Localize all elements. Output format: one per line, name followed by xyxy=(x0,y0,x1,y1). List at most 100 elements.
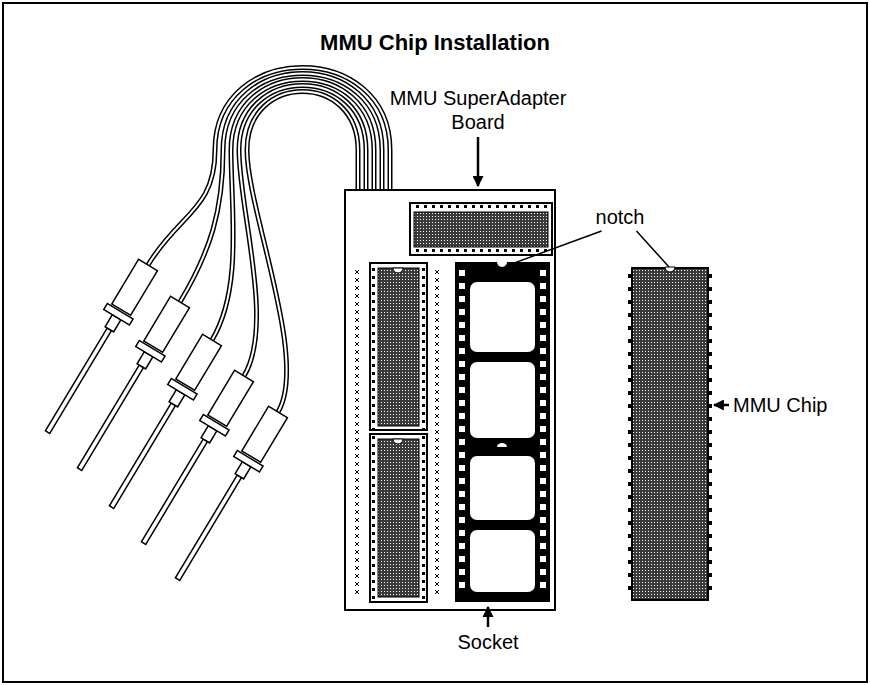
board-pin-holes-part xyxy=(355,558,359,562)
chip-notch xyxy=(393,439,403,444)
chip-pins-part xyxy=(464,249,467,252)
board-pin-holes-part xyxy=(435,478,439,482)
board-pin-holes-part xyxy=(435,486,439,490)
socket-contacts-part xyxy=(540,348,546,354)
probe-plugs-part-part xyxy=(77,365,143,470)
board-pin-holes-part xyxy=(435,558,439,562)
board-pin-holes-part xyxy=(435,326,439,330)
chip-pins-part xyxy=(464,205,467,208)
socket-contacts-part xyxy=(459,361,465,367)
chip-pins-part xyxy=(422,316,425,319)
chip-pins-part xyxy=(422,596,425,599)
socket-contacts-part xyxy=(459,374,465,380)
board-pin-holes-part xyxy=(435,374,439,378)
socket-contacts-part xyxy=(540,361,546,367)
chip-pins-part xyxy=(504,249,507,252)
socket-contacts-part xyxy=(540,569,546,575)
chip-pins-part xyxy=(496,205,499,208)
chip-pins-part xyxy=(456,249,459,252)
chip-pins-part xyxy=(422,268,425,271)
board-pin-holes-part xyxy=(435,398,439,402)
chip-pins-part xyxy=(422,476,425,479)
chip-pins-part xyxy=(440,249,443,252)
board-pin-holes-part xyxy=(435,526,439,530)
chip-pins-part xyxy=(432,205,435,208)
board-pin-holes-part xyxy=(435,542,439,546)
chip-notch xyxy=(393,268,403,273)
board-pin-holes-part xyxy=(355,422,359,426)
socket-contacts-part xyxy=(540,582,546,588)
board-pin-holes-part xyxy=(435,430,439,434)
chip-pins-part xyxy=(422,324,425,327)
chip-pins-part xyxy=(372,452,375,455)
pointer-arrow xyxy=(477,137,480,186)
chip-pins-part xyxy=(422,548,425,551)
socket-contacts-part xyxy=(459,530,465,536)
chip-pins-part xyxy=(422,452,425,455)
socket-contacts-part xyxy=(540,491,546,497)
board-pin-holes-part xyxy=(435,390,439,394)
board-pin-holes-part xyxy=(355,454,359,458)
chip-pins-part xyxy=(372,508,375,511)
board-pin-holes-part xyxy=(435,310,439,314)
chip-notch xyxy=(665,267,675,272)
socket-contacts-part xyxy=(540,426,546,432)
chip-outline xyxy=(370,263,427,430)
chip-pins-part xyxy=(424,205,427,208)
chip-pins-part xyxy=(372,556,375,559)
board-pin-holes-part xyxy=(435,318,439,322)
chip-pins-part xyxy=(422,428,425,431)
chip-pins-part xyxy=(422,540,425,543)
board-outline xyxy=(345,190,555,610)
chip-pins-part xyxy=(372,268,375,271)
part-label: notch xyxy=(560,205,680,229)
chip-pins-part xyxy=(372,324,375,327)
chip-pins-part xyxy=(372,548,375,551)
chip-pins-part xyxy=(372,356,375,359)
board-pin-holes-part xyxy=(355,486,359,490)
probe-plugs-part-part xyxy=(176,334,222,390)
chip-pins-part xyxy=(472,249,475,252)
board-pin-holes-part xyxy=(435,422,439,426)
chip-pins-part xyxy=(456,205,459,208)
chip-pins-part xyxy=(372,516,375,519)
board-pin-holes-part xyxy=(355,518,359,522)
board-pin-holes-part xyxy=(355,366,359,370)
socket-contacts-part xyxy=(540,465,546,471)
chip-pins-part xyxy=(372,284,375,287)
board-pin-holes-part xyxy=(355,478,359,482)
socket-contacts-part xyxy=(540,270,546,276)
chip-pins-part xyxy=(422,508,425,511)
board-pin-holes-part xyxy=(435,382,439,386)
chip-pins-part xyxy=(372,492,375,495)
probe-wires-part xyxy=(247,92,358,413)
chip-pins-part xyxy=(424,249,427,252)
chip-pins-part xyxy=(528,205,531,208)
chip-pins-part xyxy=(372,340,375,343)
pointer-arrow xyxy=(714,404,729,407)
chip-pins-part xyxy=(422,500,425,503)
chip-pins-part xyxy=(372,500,375,503)
board-pin-holes-part xyxy=(435,438,439,442)
chip-pins-part xyxy=(422,524,425,527)
part-label: Socket xyxy=(428,630,548,654)
board-pin-holes-part xyxy=(355,566,359,570)
board-pin-holes-part xyxy=(355,278,359,282)
board-pin-holes-part xyxy=(435,350,439,354)
part-label: MMU SuperAdapter Board xyxy=(373,86,583,134)
chip-pins-part xyxy=(372,404,375,407)
chip-pins-part xyxy=(544,205,547,208)
chip-pins-part xyxy=(422,420,425,423)
chip-outline xyxy=(370,434,427,602)
board-pin-holes-part xyxy=(355,534,359,538)
socket-contacts-part xyxy=(459,270,465,276)
leader-line xyxy=(506,231,602,266)
socket-contacts-part xyxy=(459,296,465,302)
board-pin-holes-part xyxy=(355,294,359,298)
board-pin-holes-part xyxy=(435,278,439,282)
socket-contacts-part xyxy=(459,426,465,432)
board-pin-holes-part xyxy=(355,414,359,418)
probe-plugs xyxy=(35,257,291,587)
adapter-board xyxy=(345,190,555,610)
chip-pins-part xyxy=(372,396,375,399)
